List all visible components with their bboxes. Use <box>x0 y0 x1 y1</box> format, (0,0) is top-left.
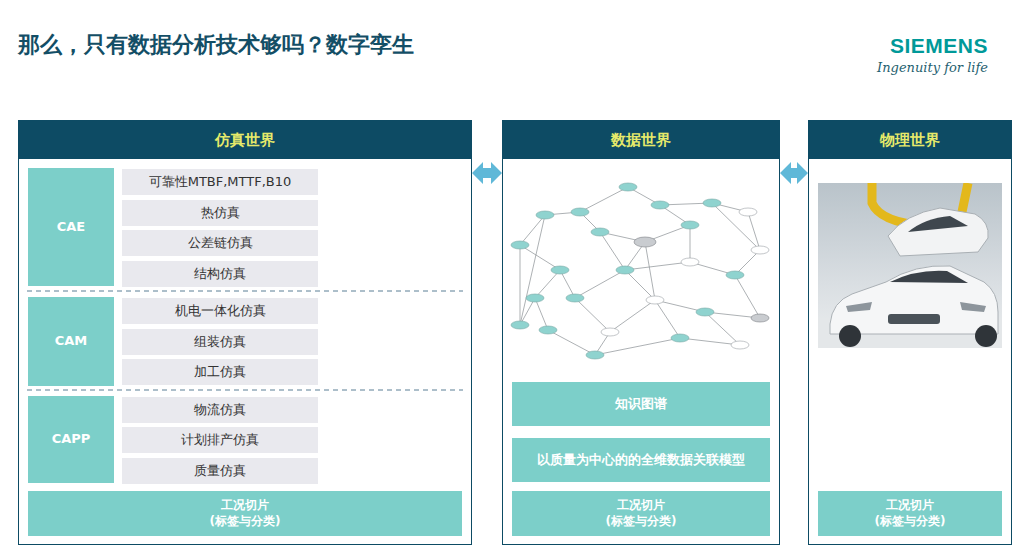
graph-links <box>520 187 760 355</box>
simulation-item: 计划排产仿真 <box>122 427 318 453</box>
car-windshield <box>890 271 968 283</box>
category-box: 知识图谱 <box>512 382 770 426</box>
category-box: CAM <box>28 297 114 386</box>
logo-tagline: Ingenuity for life <box>877 60 988 75</box>
graph-dot <box>539 326 557 334</box>
graph-dot <box>591 228 609 236</box>
graph-dot <box>696 308 714 316</box>
graph-dot <box>751 246 769 254</box>
simulation-item: 结构仿真 <box>122 261 318 287</box>
simulation-item: 组装仿真 <box>122 329 318 355</box>
simulation-item: 可靠性MTBF,MTTF,B10 <box>122 169 318 195</box>
box-label: 以质量为中心的的全维数据关联模型 <box>537 452 745 468</box>
box-label: 机电一体化仿真 <box>175 303 266 319</box>
graph-dot <box>646 296 664 304</box>
graph-dot <box>651 201 669 209</box>
simulation-item: 热仿真 <box>122 200 318 226</box>
graph-dot <box>601 328 619 336</box>
dashed-divider <box>27 291 463 292</box>
box-label: 热仿真 <box>201 205 240 221</box>
graph-dot <box>681 258 699 266</box>
simulation-item: 质量仿真 <box>122 458 318 484</box>
box-label: 加工仿真 <box>194 364 246 380</box>
graph-dot <box>566 294 584 302</box>
box-label: 质量仿真 <box>194 463 246 479</box>
box-label: 知识图谱 <box>615 396 667 412</box>
panel-header-band: 数据世界 <box>503 121 779 159</box>
knowledge-graph-picture <box>511 183 769 359</box>
box-label: 组装仿真 <box>194 334 246 350</box>
box-label: CAPP <box>52 431 91 447</box>
car-body <box>830 266 998 334</box>
graph-dot <box>681 221 699 229</box>
graph-dot <box>739 208 757 216</box>
category-box: CAPP <box>28 396 114 483</box>
box-label: 可靠性MTBF,MTTF,B10 <box>149 174 292 190</box>
simulation-item: 加工仿真 <box>122 359 318 385</box>
car-factory-photo <box>818 183 1002 348</box>
panel-header-band: 物理世界 <box>809 121 1011 159</box>
graph-dot <box>571 208 589 216</box>
box-label: 物流仿真 <box>194 402 246 418</box>
graph-dot <box>751 314 769 322</box>
condition-slice-box: 工况切片 (标签与分类) <box>818 491 1002 536</box>
car-grille <box>888 314 940 324</box>
box-label: 工况切片 (标签与分类) <box>606 498 677 529</box>
condition-slice-box: 工况切片 (标签与分类) <box>28 491 462 536</box>
panel-heading: 物理世界 <box>880 131 940 150</box>
car-wheel <box>975 325 997 347</box>
graph-dot <box>703 199 721 207</box>
box-label: CAE <box>57 219 85 235</box>
photo-background <box>818 183 1002 348</box>
graph-dot <box>536 211 554 219</box>
graph-dot <box>616 266 634 274</box>
page-title: 那么，只有数据分析技术够吗？数字孪生 <box>18 30 414 60</box>
panel-heading: 数据世界 <box>611 131 671 150</box>
graph-dot <box>551 266 569 274</box>
graph-dot <box>726 271 744 279</box>
panel-header-band: 仿真世界 <box>19 121 471 159</box>
simulation-item: 公差链仿真 <box>122 230 318 256</box>
dashed-divider <box>27 390 463 391</box>
box-label: 工况切片 (标签与分类) <box>875 498 946 529</box>
world-panel: 物理世界工况切片 (标签与分类) <box>808 120 1012 545</box>
graph-dot <box>619 183 637 191</box>
graph-dot <box>586 351 604 359</box>
box-label: 结构仿真 <box>194 266 246 282</box>
world-panel: 数据世界知识图谱以质量为中心的的全维数据关联模型工况切片 (标签与分类) <box>502 120 780 545</box>
lifted-car-window <box>908 216 968 232</box>
box-label: 计划排产仿真 <box>181 432 259 448</box>
double-arrow-connector <box>472 162 502 184</box>
graph-dots <box>511 183 769 359</box>
graph-dot <box>634 237 656 247</box>
category-box: CAE <box>28 168 114 286</box>
car-wheel <box>839 325 861 347</box>
simulation-item: 物流仿真 <box>122 397 318 423</box>
car-headlight <box>960 302 986 312</box>
double-arrow-connector <box>780 162 808 184</box>
simulation-item: 机电一体化仿真 <box>122 298 318 324</box>
box-label: CAM <box>55 333 88 349</box>
car-headlight <box>846 302 872 312</box>
box-label: 公差链仿真 <box>188 235 253 251</box>
box-label: 工况切片 (标签与分类) <box>210 498 281 529</box>
panel-heading: 仿真世界 <box>215 131 275 150</box>
condition-slice-box: 工况切片 (标签与分类) <box>512 491 770 536</box>
group-dividers <box>27 291 463 390</box>
lifted-car <box>888 208 988 256</box>
graph-dot <box>671 334 689 342</box>
graph-dot <box>731 341 749 349</box>
graph-dot <box>526 294 544 302</box>
graph-dot <box>511 241 529 249</box>
world-panel: 仿真世界 CAE 可靠性MTBF,MTTF,B10 热仿真公差链仿真结构仿真 CAM 机电… <box>18 120 472 545</box>
category-box: 以质量为中心的的全维数据关联模型 <box>512 438 770 482</box>
logo-wordmark: SIEMENS <box>890 34 988 58</box>
graph-dot <box>511 321 529 329</box>
